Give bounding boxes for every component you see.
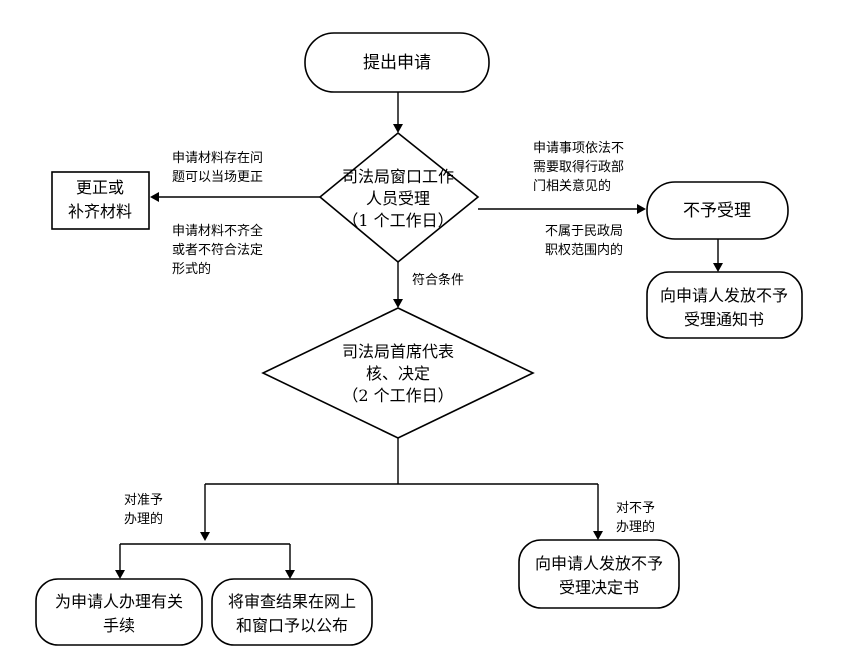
- decision-not-granted-node: [518, 539, 680, 609]
- chief-review-diamond: [261, 307, 535, 439]
- not-accepted-text: 不予受理: [683, 201, 751, 221]
- approved-line-1: 对准予: [124, 493, 163, 508]
- window-review-line-2: 人员受理: [366, 189, 430, 208]
- arrowhead: [200, 532, 210, 541]
- needs-admin-opinion-line-2: 需要取得行政部: [533, 159, 624, 175]
- arrowhead: [115, 570, 125, 579]
- notice-not-accepted-line-2: 受理通知书: [684, 310, 764, 329]
- needs-admin-opinion-line-1: 申请事项依法不: [533, 141, 624, 156]
- incomplete-line-2: 或者不符合法定: [172, 242, 263, 258]
- arrowhead: [637, 204, 646, 214]
- publish-results-line-2: 和窗口予以公布: [236, 616, 348, 635]
- decision-not-granted-line-2: 受理决定书: [559, 578, 639, 597]
- not-approved-line-1: 对不予: [616, 501, 655, 516]
- incomplete-line-3: 形式的: [172, 261, 211, 277]
- handle-procedures-line-2: 手续: [103, 616, 135, 635]
- correct-materials-box: [51, 171, 150, 230]
- arrowhead: [285, 570, 295, 579]
- start-node-text: 提出申请: [363, 53, 431, 73]
- window-review-line-3: （1 个工作日）: [342, 211, 453, 230]
- arrowhead: [393, 299, 403, 308]
- arrowhead: [713, 263, 723, 272]
- handle-procedures-node: [35, 578, 203, 646]
- approved-line-2: 办理的: [124, 511, 163, 527]
- needs-admin-opinion-line-3: 门相关意见的: [533, 178, 611, 194]
- correct-materials-line-1: 更正或: [76, 178, 124, 197]
- fixable-on-spot-line-1: 申请材料存在问: [172, 151, 263, 166]
- outside-scope-line-1: 不属于民政局: [545, 224, 623, 239]
- window-review-diamond: [318, 131, 480, 264]
- connectors: [115, 92, 723, 579]
- incomplete-line-1: 申请材料不齐全: [172, 223, 263, 239]
- chief-review-line-3: （2 个工作日）: [342, 386, 453, 405]
- arrowhead: [593, 531, 603, 540]
- fixable-on-spot-line-2: 题可以当场更正: [172, 170, 263, 185]
- chief-review-line-1: 司法局首席代表: [342, 342, 454, 361]
- publish-results-node: [211, 578, 373, 646]
- handle-procedures-line-1: 为申请人办理有关: [55, 592, 183, 611]
- notice-not-accepted-node: [646, 271, 803, 339]
- chief-review-line-2: 核、决定: [366, 364, 430, 383]
- arrowhead: [393, 124, 403, 133]
- start-node: [304, 32, 490, 93]
- not-approved-line-2: 办理的: [616, 519, 655, 535]
- correct-materials-line-2: 补齐材料: [68, 202, 132, 221]
- not-accepted-node: [646, 181, 789, 240]
- notice-not-accepted-line-1: 向申请人发放不予: [660, 286, 788, 305]
- decision-not-granted-line-1: 向申请人发放不予: [535, 554, 663, 573]
- outside-scope-line-2: 职权范围内的: [545, 242, 623, 258]
- meets-conditions-label: 符合条件: [412, 272, 464, 288]
- window-review-line-1: 司法局窗口工作: [342, 167, 454, 186]
- publish-results-line-1: 将审查结果在网上: [228, 592, 356, 611]
- arrowhead: [150, 192, 159, 202]
